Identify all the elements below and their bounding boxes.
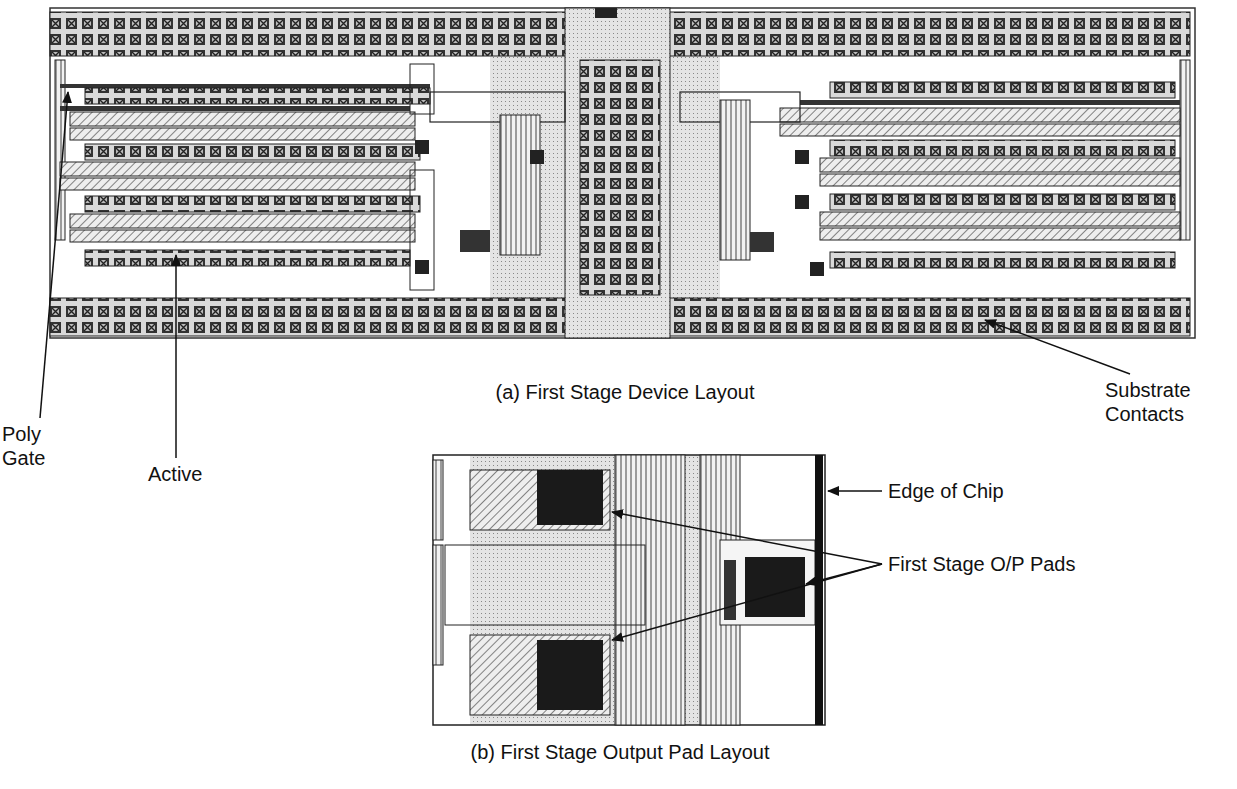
figure-caption: (b) First Stage Output Pad Layout — [440, 740, 800, 764]
part-name: Poly Gate — [2, 422, 64, 470]
part-name: First Stage O/P Pads — [888, 552, 1128, 576]
figure-caption: (a) First Stage Device Layout — [475, 380, 775, 404]
part-name: Substrate Contacts — [1105, 378, 1215, 426]
device-layout — [50, 8, 1195, 338]
part-name: Active — [148, 462, 238, 486]
part-name: Edge of Chip — [888, 479, 1048, 503]
leader-lines — [40, 92, 1130, 640]
pad-layout — [433, 455, 825, 725]
